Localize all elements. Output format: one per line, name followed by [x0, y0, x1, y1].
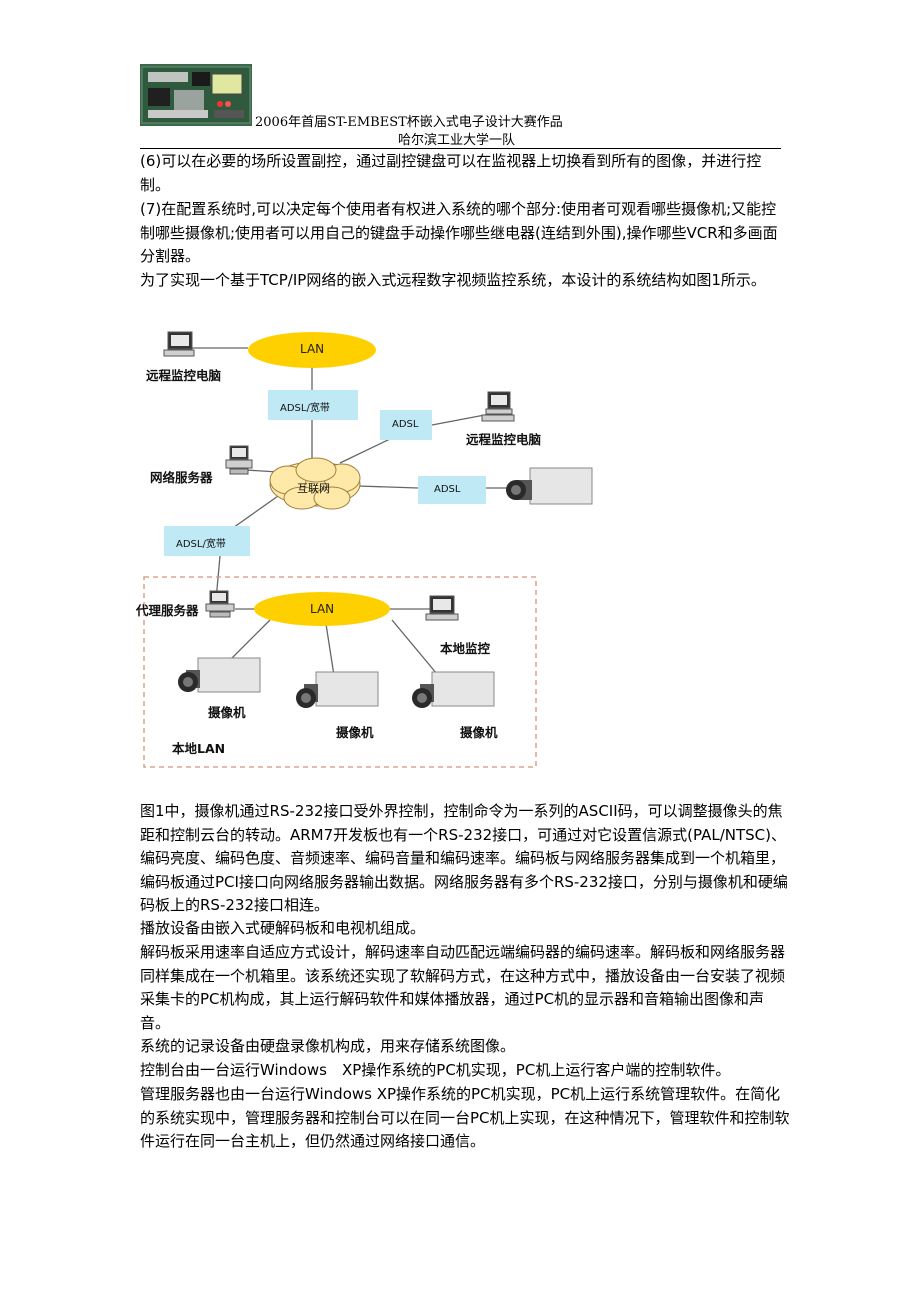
paragraph-7: (7)在配置系统时,可以决定每个使用者有权进入系统的哪个部分:使用者可观看哪些摄…: [140, 200, 778, 265]
adsl-box-1: [380, 410, 432, 440]
paragraph-recorder: 系统的记录设备由硬盘录像机构成，用来存储系统图像。: [140, 1037, 516, 1055]
header-rule: [140, 148, 781, 149]
camera-2-icon: [296, 671, 379, 708]
adsl-wideband-box-2: [164, 526, 250, 556]
remote-camera-icon: [506, 467, 593, 505]
camera-3-icon: [412, 671, 495, 708]
adsl-2-label: ADSL: [434, 484, 461, 495]
system-architecture-figure: LAN 远程监控电脑 ADSL/宽带 ADSL 远程监控电脑 网络服务器 互联网…: [130, 320, 610, 780]
camera-3-label: 摄像机: [460, 725, 498, 740]
camera-1-icon: [178, 657, 261, 693]
header-team: 哈尔滨工业大学一队: [398, 133, 516, 148]
bottom-lan-label: LAN: [310, 602, 335, 616]
local-monitor-pc-icon: [425, 595, 459, 621]
paragraph-console: 控制台由一台运行Windows XP操作系统的PC机实现，PC机上运行客户端的控…: [140, 1061, 731, 1079]
paragraph-6: (6)可以在必要的场所设置副控，通过副控键盘可以在监视器上切换看到所有的图像，并…: [140, 152, 762, 194]
remote-pc-1-icon: [163, 331, 195, 357]
paragraph-decoder: 解码板采用速率自适应方式设计，解码速率自动匹配远端编码器的编码速率。解码板和网络…: [140, 943, 786, 1032]
page-header: 2006年首届ST-EMBEST杯嵌入式电子设计大赛作品 哈尔滨工业大学一队: [140, 64, 781, 149]
adsl-wideband-box-1: [268, 390, 358, 420]
paragraph-figure-desc: 图1中，摄像机通过RS-232接口受外界控制，控制命令为一系列的ASCII码，可…: [140, 802, 788, 914]
internet-cloud: [269, 457, 361, 510]
camera-2-label: 摄像机: [336, 725, 374, 740]
architecture-diagram: [143, 331, 593, 768]
remote-pc-2-icon: [481, 391, 515, 422]
proxy-server-icon: [205, 590, 235, 618]
adsl-wideband-1-label: ADSL/宽带: [280, 403, 330, 414]
camera-1-label: 摄像机: [208, 705, 246, 720]
internet-label: 互联网: [297, 482, 330, 495]
network-server-label: 网络服务器: [150, 470, 213, 485]
paragraph-intro: 为了实现一个基于TCP/IP网络的嵌入式远程数字视频监控系统，本设计的系统结构如…: [140, 271, 766, 289]
network-server-icon: [225, 445, 253, 475]
header-title: 2006年首届ST-EMBEST杯嵌入式电子设计大赛作品: [255, 115, 563, 130]
paragraph-playback: 播放设备由嵌入式硬解码板和电视机组成。: [140, 919, 426, 937]
adsl-box-2: [418, 476, 486, 504]
adsl-1-label: ADSL: [392, 419, 419, 430]
dev-board-photo: [140, 64, 252, 126]
local-lan-boundary: [143, 576, 537, 768]
adsl-wideband-2-label: ADSL/宽带: [176, 539, 226, 550]
remote-pc-2-label: 远程监控电脑: [466, 432, 542, 447]
bottom-lan-ellipse: [254, 592, 390, 626]
remote-pc-1-label: 远程监控电脑: [146, 368, 222, 383]
paragraph-management: 管理服务器也由一台运行Windows XP操作系统的PC机实现，PC机上运行系统…: [140, 1085, 790, 1150]
top-lan-label: LAN: [300, 342, 325, 356]
top-lan-ellipse: [248, 332, 376, 368]
local-monitor-label: 本地监控: [440, 641, 491, 656]
local-lan-label: 本地LAN: [172, 741, 226, 756]
proxy-server-label: 代理服务器: [136, 603, 199, 618]
